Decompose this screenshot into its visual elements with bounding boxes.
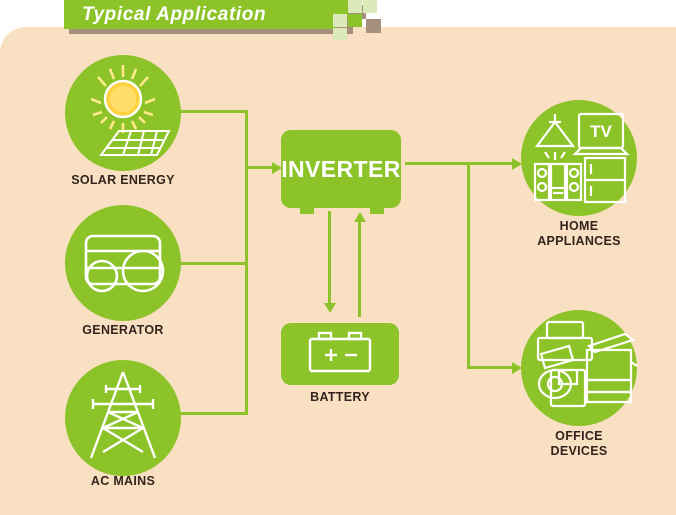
load-label-home: HOME APPLIANCES: [537, 219, 621, 248]
solar-panel-icon: [90, 65, 171, 156]
deco-square-2: [363, 0, 377, 13]
arrow-charge-battery: [323, 303, 336, 313]
line-generator-to-bus: [180, 262, 248, 265]
home-appliances-icon: TV: [533, 112, 630, 204]
transmission-tower-icon: [89, 371, 157, 459]
arrow-discharge-battery: [353, 212, 366, 222]
deco-square-4: [333, 14, 347, 27]
battery-box[interactable]: [281, 323, 399, 385]
line-inverter-to-home: [405, 162, 520, 165]
deco-square-3: [348, 14, 362, 27]
source-circle-acmains[interactable]: [65, 360, 181, 476]
battery-label: BATTERY: [310, 390, 370, 404]
line-acmains-to-bus: [180, 412, 248, 415]
deco-square-1: [348, 0, 362, 13]
inverter-box[interactable]: [281, 130, 401, 208]
deco-square-5: [333, 28, 347, 40]
arrow-to-office: [512, 361, 522, 374]
load-label-office: OFFICE DEVICES: [550, 429, 608, 458]
source-label-solar: SOLAR ENERGY: [71, 173, 175, 187]
source-label-acmains: AC MAINS: [90, 474, 156, 488]
office-devices-icon: [536, 320, 638, 408]
line-inverter-to-battery: [328, 211, 331, 306]
page-title: Typical Application: [82, 4, 267, 25]
source-circle-generator[interactable]: [65, 205, 181, 321]
tv-screen-text: TV: [590, 122, 612, 141]
arrow-to-home: [512, 157, 522, 170]
load-circle-office[interactable]: [521, 310, 638, 426]
arrow-bus-to-inverter: [272, 161, 282, 174]
line-bus-to-inverter: [245, 166, 280, 169]
deco-square-shadow-2: [366, 19, 381, 33]
line-solar-to-bus: [180, 110, 248, 113]
header-bar: [64, 0, 348, 29]
line-inverter-to-office: [467, 366, 520, 369]
inverter-foot-left: [300, 207, 314, 214]
battery-icon: [308, 331, 372, 373]
line-output-bus: [467, 162, 470, 369]
inverter-foot-right: [370, 207, 384, 214]
generator-icon: [84, 234, 165, 293]
source-label-generator: GENERATOR: [82, 323, 164, 337]
source-circle-solar[interactable]: [65, 55, 181, 171]
inverter-label: INVERTER: [281, 155, 401, 182]
load-circle-home[interactable]: TV: [521, 100, 637, 216]
line-battery-to-inverter: [358, 222, 361, 317]
line-input-bus: [245, 110, 248, 415]
